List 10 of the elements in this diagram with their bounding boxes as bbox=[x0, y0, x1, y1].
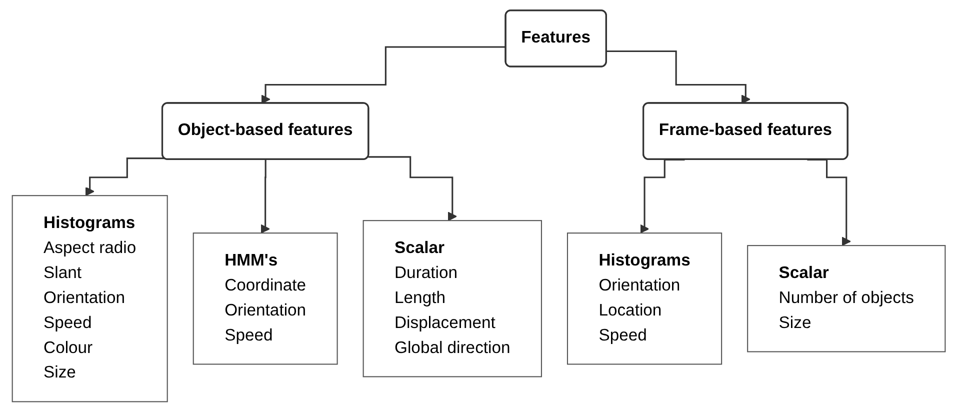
node-box: Scalar Number of objects Size bbox=[746, 245, 946, 352]
node-box: HMM's Coordinate Orientation Speed bbox=[192, 232, 338, 365]
arrow bbox=[85, 158, 164, 196]
node-box: Scalar Duration Length Displacement Global direction bbox=[362, 220, 542, 378]
node-box: Histograms Orientation Location Speed bbox=[566, 232, 722, 365]
arrow bbox=[606, 50, 750, 104]
arrow bbox=[368, 156, 457, 221]
node-box: Histograms Aspect radio Slant Orientation Speed Colour Size bbox=[12, 195, 168, 402]
arrow bbox=[260, 158, 270, 234]
arrow bbox=[260, 46, 506, 104]
